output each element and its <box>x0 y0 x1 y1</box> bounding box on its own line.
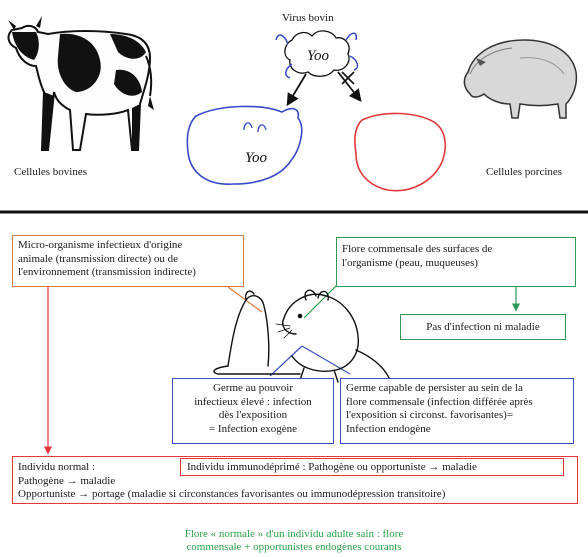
footer-line-1: Flore « normale » d'un individu adulte s… <box>184 528 404 540</box>
blue-connector-line-right <box>301 345 351 375</box>
virus-illustration <box>275 30 359 79</box>
individual-normal-label: Individu normal : <box>18 461 95 473</box>
flora-line-2: l'organisme (peau, muqueuses) <box>342 256 478 269</box>
arrow-to-porcine-cell <box>337 71 362 102</box>
blue-connector-line-left <box>269 345 303 377</box>
rat-illustration <box>213 289 392 391</box>
endogenous-line-3: l'exposition si circonst. favorisantes)= <box>346 409 514 421</box>
porcine-cells-caption: Cellules porcines <box>486 166 563 178</box>
flora-line-1: Flore commensale des surfaces de <box>342 243 493 255</box>
endogenous-germ-box: Germe capable de persister au sein de la… <box>340 378 574 444</box>
exogenous-line-1: Germe au pouvoir <box>212 382 294 394</box>
origin-line-3: l'environnement (transmission indirecte) <box>18 266 196 278</box>
exogenous-germ-box: Germe au pouvoir infectieux élevé : infe… <box>172 378 334 444</box>
exogenous-line-4: = Infection exogène <box>208 422 298 435</box>
porcine-cell <box>354 112 447 192</box>
blocked-cross-icon <box>341 71 355 85</box>
endogenous-line-2: flore commensale (infection différée apr… <box>346 395 533 408</box>
cell-scribble-text: Yoo <box>245 150 267 166</box>
commensal-flora-box: Flore commensale des surfaces de l'organ… <box>336 237 576 287</box>
cow-illustration <box>7 16 154 151</box>
bovine-cells-caption: Cellules bovines <box>14 166 88 178</box>
endogenous-line-1: Germe capable de persister au sein de la <box>346 382 523 394</box>
virus-scribble-text: Yoo <box>307 48 329 64</box>
endogenous-line-4: Infection endogène <box>346 422 431 435</box>
exogenous-line-2: infectieux élevé : infection <box>194 395 312 408</box>
no-infection-box: Pas d'infection ni maladie <box>400 314 566 340</box>
footer-line-2: commensale + opportunistes endogènes cou… <box>186 541 402 553</box>
bovine-cell <box>186 105 303 185</box>
exogenous-line-3: dès l'exposition <box>218 409 288 421</box>
pig-illustration <box>463 39 578 119</box>
arrow-to-bovine-cell <box>286 73 307 107</box>
immunocompromised-box: Individu immunodéprimé : Pathogène ou op… <box>180 458 564 476</box>
normal-flora-footer: Flore « normale » d'un individu adulte s… <box>0 528 588 554</box>
virus-label: Virus bovin <box>282 12 334 24</box>
origin-line-1: Micro-organisme infectieux d'origine <box>18 239 183 251</box>
origin-box: Micro-organisme infectieux d'origine ani… <box>12 235 244 287</box>
origin-line-2: animale (transmission directe) ou de <box>18 252 179 265</box>
no-infection-text: Pas d'infection ni maladie <box>426 321 540 333</box>
immunocompromised-text: Individu immunodéprimé : Pathogène ou op… <box>187 461 477 473</box>
orange-connector-line <box>227 286 263 313</box>
top-illustration: Yoo Yoo <box>0 16 588 214</box>
individual-normal-opportunist: Opportuniste → portage (maladie si circo… <box>18 488 446 500</box>
individual-normal-pathogen: Pathogène → maladie <box>18 474 116 487</box>
